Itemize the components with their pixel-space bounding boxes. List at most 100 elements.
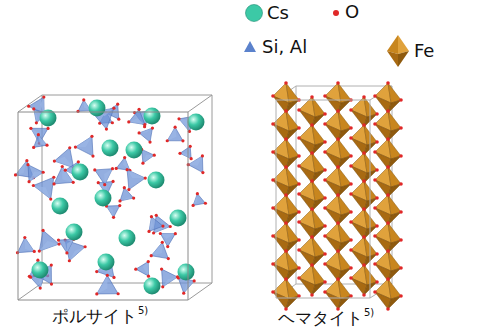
oxygen-atom	[373, 178, 377, 182]
octahedron-face	[388, 100, 401, 113]
swatch-shape	[387, 35, 398, 54]
swatch-shape	[333, 10, 339, 16]
oxygen-atom	[362, 293, 366, 297]
oxygen-atom	[14, 173, 17, 176]
cesium-atom	[72, 164, 89, 181]
octahedron-face	[338, 156, 351, 169]
oxygen-atom	[310, 95, 314, 99]
oxygen-atom	[297, 182, 301, 186]
octahedron-face	[375, 152, 391, 169]
oxygen-atom	[310, 179, 314, 183]
swatch-shape	[244, 41, 256, 52]
octahedron-face	[338, 279, 351, 299]
octahedron-face	[375, 96, 391, 113]
oxygen-atom	[336, 249, 340, 253]
oxygen-atom	[161, 225, 164, 228]
tetrahedron-face	[193, 194, 197, 206]
oxygen-atom	[271, 290, 275, 294]
oxygen-atom	[373, 262, 377, 266]
cesium-atom	[95, 190, 112, 207]
tetrahedron	[160, 233, 175, 246]
tetrahedron-face	[104, 169, 112, 185]
octahedron-face	[286, 240, 299, 253]
oxygen-atom	[115, 167, 118, 170]
tetrahedron	[116, 158, 130, 171]
tetrahedron	[33, 177, 53, 199]
oxygen-atom	[57, 242, 60, 245]
oxygen-atom	[42, 95, 45, 98]
oxygen-atom	[399, 182, 403, 186]
tetrahedron-face	[97, 275, 108, 294]
octahedron-face	[312, 254, 325, 267]
octahedron-face	[388, 240, 401, 253]
oxygen-atom	[159, 232, 162, 235]
oxygen-atom	[91, 154, 94, 157]
oxygen-atom	[138, 131, 141, 134]
oxygen-atom	[123, 186, 126, 189]
octahedron-face	[299, 222, 315, 239]
oxygen-atom	[97, 181, 100, 184]
octahedron-face	[286, 139, 299, 159]
tetrahedron	[167, 127, 183, 141]
octahedron-face	[325, 96, 341, 113]
oxygen-atom	[399, 238, 403, 242]
cesium-atom	[102, 140, 119, 157]
oxygen-atom	[349, 210, 353, 214]
tetrahedron	[106, 206, 119, 218]
oxygen-atom	[271, 150, 275, 154]
cell-edge	[42, 95, 212, 96]
tetrahedron	[193, 194, 205, 206]
oxygen-atom	[323, 178, 327, 182]
tetrahedron-face	[54, 157, 73, 168]
oxygen-atom	[386, 81, 390, 85]
octahedron-face	[338, 212, 351, 225]
oxygen-atom	[134, 268, 137, 271]
octahedron-face	[286, 128, 299, 141]
oxygen-atom	[362, 263, 366, 267]
cesium-atom	[148, 172, 165, 189]
tetrahedron-face	[143, 155, 154, 163]
oxygen-atom	[147, 260, 150, 263]
octahedron-face	[388, 139, 401, 159]
oxygen-atom	[375, 224, 379, 228]
tetrahedron	[151, 242, 168, 258]
oxygen-atom	[349, 220, 353, 224]
oxygen-atom	[112, 107, 115, 110]
cesium-atom	[178, 264, 195, 281]
oxygen-atom	[375, 112, 379, 116]
tetrahedron-face	[34, 109, 37, 123]
oxygen-atom	[174, 232, 177, 235]
oxygen-atom	[323, 224, 327, 228]
oxygen-atom	[147, 230, 150, 233]
legend-text: O	[345, 2, 359, 22]
cesium-atom	[170, 210, 187, 227]
cell-edge	[370, 100, 371, 298]
oxygen-atom	[32, 146, 35, 149]
oxygen-atom	[174, 126, 177, 129]
oxygen-atom	[336, 137, 340, 141]
reference-number: 5)	[138, 305, 148, 316]
octahedron-face	[325, 124, 341, 141]
oxygen-atom	[53, 159, 56, 162]
octahedron-face	[273, 96, 289, 113]
octahedron-face	[286, 156, 299, 169]
cesium-atom	[144, 278, 161, 295]
octahedron-face	[388, 212, 401, 225]
structure-caption: ヘマタイト	[278, 309, 363, 328]
oxygen-atom	[82, 98, 85, 101]
oxygen-atom	[137, 108, 140, 111]
octahedron-face	[286, 268, 299, 281]
oxygen-atom	[38, 249, 41, 252]
oxygen-atom	[310, 151, 314, 155]
octahedron-face	[338, 195, 351, 215]
oxygen-atom	[336, 277, 340, 281]
oxygen-atom	[310, 293, 314, 297]
oxygen-atom	[349, 182, 353, 186]
oxygen-atom	[373, 234, 377, 238]
oxygen-atom	[93, 168, 96, 171]
tetrahedron	[54, 148, 73, 168]
oxygen-atom	[33, 250, 36, 253]
oxygen-atom	[297, 248, 301, 252]
oxygen-atom	[117, 292, 120, 295]
tetrahedron-face	[69, 247, 85, 261]
